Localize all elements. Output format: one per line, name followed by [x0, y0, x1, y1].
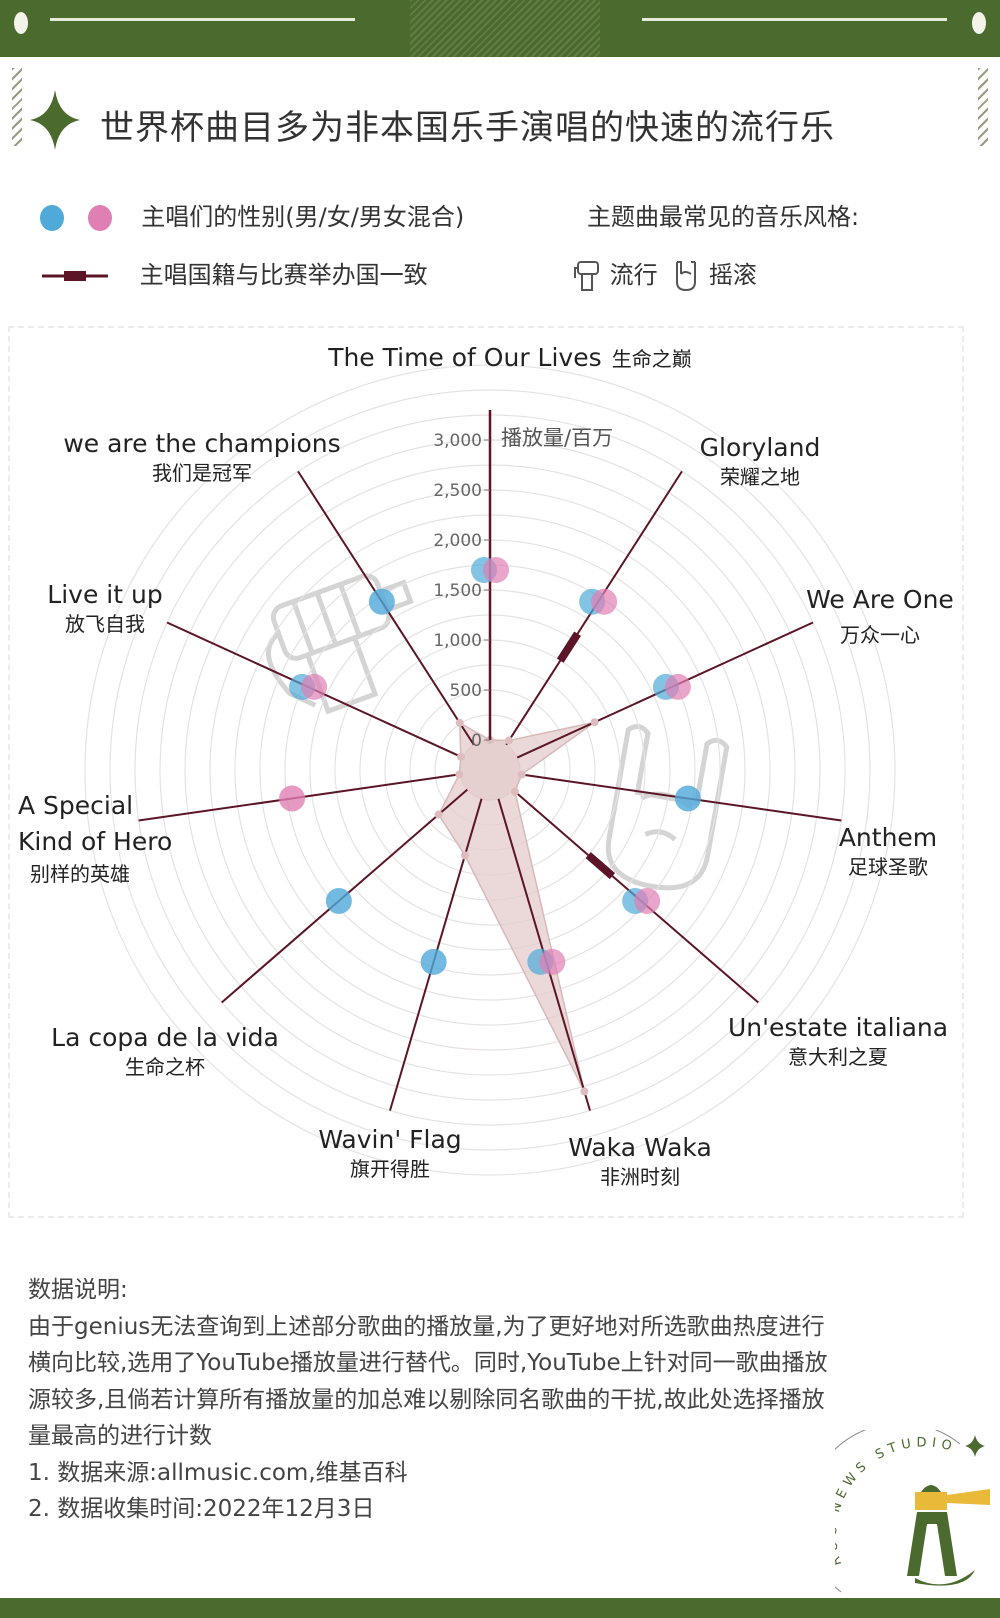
- song-title-en: The Time of Our Lives: [328, 343, 602, 372]
- notes-date: 2. 数据收集时间:2022年12月3日: [28, 1496, 375, 1522]
- song-title-en: Wavin' Flag: [318, 1125, 462, 1154]
- rock-hand-icon: [676, 261, 697, 292]
- ruc-news-studio-logo: RUC NEWS STUDIO: [835, 1430, 990, 1593]
- grid-circle: [84, 364, 896, 1176]
- male-dot: [420, 948, 447, 975]
- male-dot-icon: [40, 205, 64, 231]
- hatch-decoration: [978, 68, 988, 146]
- song-title-en: La copa de la vida: [51, 1023, 279, 1052]
- notes-heading: 数据说明:: [28, 1277, 128, 1303]
- plays-point: [504, 736, 513, 745]
- host-match-segment: [556, 631, 581, 663]
- song-label: Un'estate italiana 意大利之夏: [718, 1013, 958, 1071]
- tick-label: 500: [450, 681, 482, 701]
- song-label: The Time of Our Lives 生命之巅: [300, 343, 720, 372]
- song-title-en: We Are One: [806, 585, 954, 614]
- plays-point: [455, 718, 464, 727]
- song-title-en: A Special Kind of Hero: [18, 791, 173, 856]
- female-dot: [634, 887, 661, 914]
- female-dot: [483, 557, 509, 583]
- fist-pop-icon: [574, 261, 599, 291]
- tick-label: 3,000: [433, 431, 482, 451]
- female-dot: [279, 785, 306, 812]
- plays-point: [434, 810, 443, 819]
- song-title-zh: 非洲时刻: [600, 1165, 680, 1189]
- tick-label: 2,500: [433, 481, 482, 501]
- song-label: Waka Waka 非洲时刻: [560, 1133, 720, 1191]
- banner-dot: [14, 12, 28, 34]
- bottom-banner: [0, 1598, 1000, 1618]
- plays-point: [456, 752, 465, 761]
- tick-label: 1,500: [433, 581, 482, 601]
- legend-styles: 流行 摇滚: [574, 255, 757, 294]
- banner-line: [642, 18, 947, 21]
- tick-label: 2,000: [433, 531, 482, 551]
- song-title-en: we are the champions: [63, 429, 341, 458]
- legend-gender-label: 主唱们的性别(男/女/男女混合): [141, 203, 465, 231]
- song-title-en: Anthem: [838, 823, 938, 852]
- song-title-zh: 生命之杯: [125, 1055, 205, 1079]
- sparkle-star-icon: [30, 90, 80, 150]
- banner-line: [50, 18, 355, 21]
- page-title: 世界杯曲目多为非本国乐手演唱的快速的流行乐: [100, 108, 835, 148]
- tick-label: 0: [471, 731, 482, 751]
- hatch-decoration: [12, 68, 22, 146]
- plays-point: [590, 718, 599, 727]
- song-label: A Special Kind of Hero 别样的英雄: [18, 788, 193, 888]
- legend-rock-label: 摇滚: [708, 261, 757, 289]
- banner-dot: [972, 12, 986, 34]
- female-dot-icon: [87, 205, 112, 231]
- male-dot: [674, 785, 701, 812]
- plays-point: [580, 1087, 589, 1096]
- female-dot: [664, 673, 691, 700]
- host-match-line-icon: [42, 271, 108, 281]
- plays-point: [460, 851, 469, 860]
- grid-circle: [109, 389, 871, 1151]
- plays-point: [517, 770, 526, 779]
- male-dot: [368, 588, 395, 615]
- female-dot: [591, 588, 618, 615]
- song-title-zh: 旗开得胜: [350, 1157, 430, 1181]
- banner-pattern: [410, 0, 600, 57]
- song-title-zh: 生命之巅: [611, 347, 692, 371]
- notes-body: 由于genius无法查询到上述部分歌曲的播放量,为了更好地对所选歌曲热度进行横向…: [28, 1313, 828, 1450]
- data-notes: 数据说明: 由于genius无法查询到上述部分歌曲的播放量,为了更好地对所选歌曲…: [28, 1272, 828, 1528]
- song-title-en: Gloryland: [699, 433, 821, 462]
- song-label: We Are One 万众一心: [780, 585, 980, 649]
- legend-pop-label: 流行: [609, 261, 658, 289]
- legend-style-heading: 主题曲最常见的音乐风格:: [587, 203, 860, 231]
- song-title-zh: 我们是冠军: [152, 461, 252, 485]
- song-title-zh: 意大利之夏: [788, 1045, 888, 1069]
- top-banner: [0, 0, 1000, 57]
- plays-polygon: [437, 721, 596, 1092]
- radial-axis-label: 播放量/百万: [501, 426, 613, 450]
- legend-nationality: 主唱国籍与比赛举办国一致: [40, 255, 428, 290]
- song-label: Gloryland 荣耀之地: [620, 433, 900, 491]
- plays-point: [510, 787, 519, 796]
- song-title-zh: 万众一心: [840, 623, 920, 647]
- legend-gender: 主唱们的性别(男/女/男女混合): [40, 197, 464, 232]
- song-title-zh: 别样的英雄: [30, 862, 130, 886]
- female-dot: [539, 948, 566, 975]
- song-title-zh: 足球圣歌: [848, 855, 928, 879]
- tick-label: 1,000: [433, 631, 482, 651]
- notes-source: 1. 数据来源:allmusic.com,维基百科: [28, 1459, 408, 1486]
- song-title-en: Live it up: [47, 580, 163, 609]
- song-label: we are the champions 我们是冠军: [52, 429, 352, 487]
- song-label: La copa de la vida 生命之杯: [40, 1023, 290, 1081]
- song-label: Anthem 足球圣歌: [808, 823, 968, 881]
- song-title-zh: 荣耀之地: [720, 465, 800, 489]
- chart-frame: [8, 326, 964, 1218]
- song-label: Wavin' Flag 旗开得胜: [300, 1125, 480, 1183]
- song-title-zh: 放飞自我: [65, 612, 145, 636]
- song-title-en: Waka Waka: [568, 1133, 712, 1162]
- song-title-en: Un'estate italiana: [727, 1013, 949, 1042]
- legend-nationality-label: 主唱国籍与比赛举办国一致: [139, 261, 428, 289]
- female-dot: [301, 673, 328, 700]
- male-dot: [325, 887, 352, 914]
- plays-point: [455, 770, 464, 779]
- host-match-segment: [585, 852, 616, 880]
- song-label: Live it up 放飞自我: [20, 580, 190, 638]
